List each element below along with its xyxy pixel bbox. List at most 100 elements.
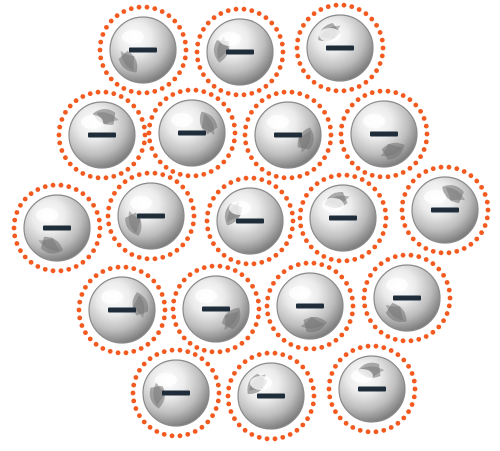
electron-particle <box>264 260 356 352</box>
electron-particle <box>338 88 430 180</box>
electron-particle <box>242 89 334 181</box>
electron-shell-dots <box>204 175 296 267</box>
electron-shell-dots <box>76 264 168 356</box>
sphere-reflection <box>445 187 466 201</box>
minus-sign-icon <box>257 393 285 399</box>
minus-sign-icon <box>178 130 206 136</box>
electron-shell-dots <box>338 88 430 180</box>
sphere-reflection <box>303 316 327 333</box>
electron-shell-dots <box>361 252 453 344</box>
sphere-reflection <box>120 51 135 71</box>
sphere-reflection <box>96 112 119 125</box>
sphere-reflection <box>221 307 241 330</box>
sphere-reflection <box>40 236 64 254</box>
sphere-highlight <box>155 373 177 387</box>
minus-sign-icon <box>226 49 254 55</box>
minus-sign-icon <box>370 131 398 137</box>
sphere-reflection <box>128 210 141 234</box>
sphere-reflection <box>381 142 405 160</box>
sphere-highlight <box>363 114 385 128</box>
sphere-highlight <box>386 278 408 292</box>
particles-layer <box>11 2 491 442</box>
sphere-highlight <box>229 201 251 215</box>
electron-shell-dots <box>11 182 103 274</box>
electron-particle <box>225 350 317 442</box>
sphere-reflection <box>125 212 142 236</box>
electron-shell-dots <box>294 2 386 94</box>
minus-sign-icon <box>108 307 136 313</box>
electron-shell-dots <box>326 343 418 435</box>
sphere-highlight <box>122 30 144 44</box>
minus-sign-icon <box>326 45 354 51</box>
electron-particle <box>297 172 389 264</box>
minus-sign-icon <box>358 386 386 392</box>
electron-shell-dots <box>56 89 148 181</box>
sphere-highlight <box>130 196 152 210</box>
electron-particle <box>11 182 103 274</box>
minus-sign-icon <box>88 132 116 138</box>
electron-shell-dots <box>399 164 491 256</box>
sphere-reflection <box>132 292 149 316</box>
sphere-reflection <box>38 237 60 251</box>
sphere-reflection <box>298 130 311 153</box>
minus-sign-icon <box>296 303 324 309</box>
sphere-reflection <box>442 185 464 204</box>
minus-sign-icon <box>137 213 165 219</box>
sphere-reflection <box>132 295 145 319</box>
minus-sign-icon <box>393 295 421 301</box>
sphere-highlight <box>289 286 311 300</box>
sphere-highlight <box>351 369 373 383</box>
minus-sign-icon <box>162 390 190 396</box>
minus-sign-icon <box>274 132 302 138</box>
electron-particle <box>194 6 286 98</box>
electron-particle <box>326 343 418 435</box>
minus-sign-icon <box>431 207 459 213</box>
electron-particle <box>399 164 491 256</box>
sphere-reflection <box>118 50 138 73</box>
electron-particle <box>105 170 197 262</box>
sphere-reflection <box>360 366 385 379</box>
sphere-highlight <box>322 198 344 212</box>
electron-particle <box>204 175 296 267</box>
electron-particle <box>97 4 189 96</box>
sphere-reflection <box>385 302 407 322</box>
minus-sign-icon <box>202 306 230 312</box>
sphere-reflection <box>380 143 403 157</box>
electron-shell-dots <box>194 6 286 98</box>
minus-sign-icon <box>329 215 357 221</box>
electron-shell-dots <box>130 347 222 439</box>
sphere-reflection <box>201 113 215 136</box>
sphere-highlight <box>171 113 193 127</box>
minus-sign-icon <box>43 225 71 231</box>
electron-particle <box>130 347 222 439</box>
sphere-reflection <box>149 385 165 409</box>
sphere-highlight <box>267 115 289 129</box>
electron-shell-dots <box>146 87 238 179</box>
sphere-reflection <box>300 316 324 329</box>
electron-shell-dots <box>105 170 197 262</box>
sphere-reflection <box>224 311 239 330</box>
electron-particle <box>56 89 148 181</box>
sphere-highlight <box>319 28 341 42</box>
minus-sign-icon <box>129 47 157 53</box>
sphere-highlight <box>101 290 123 304</box>
electron-shell-dots <box>242 89 334 181</box>
electron-shell-dots <box>170 263 262 355</box>
sphere-highlight <box>424 190 446 204</box>
electron-shell-dots <box>297 172 389 264</box>
sphere-highlight <box>36 208 58 222</box>
electron-particle <box>170 263 262 355</box>
sphere-reflection <box>199 111 218 135</box>
electron-particle <box>146 87 238 179</box>
minus-sign-icon <box>236 218 264 224</box>
sphere-reflection <box>213 40 230 63</box>
sphere-reflection <box>153 382 166 406</box>
electron-shell-dots <box>97 4 189 96</box>
sphere-highlight <box>195 289 217 303</box>
electron-shell-dots <box>225 350 317 442</box>
sphere-highlight <box>250 376 272 390</box>
electron-particle <box>361 252 453 344</box>
electron-shell-dots <box>264 260 356 352</box>
